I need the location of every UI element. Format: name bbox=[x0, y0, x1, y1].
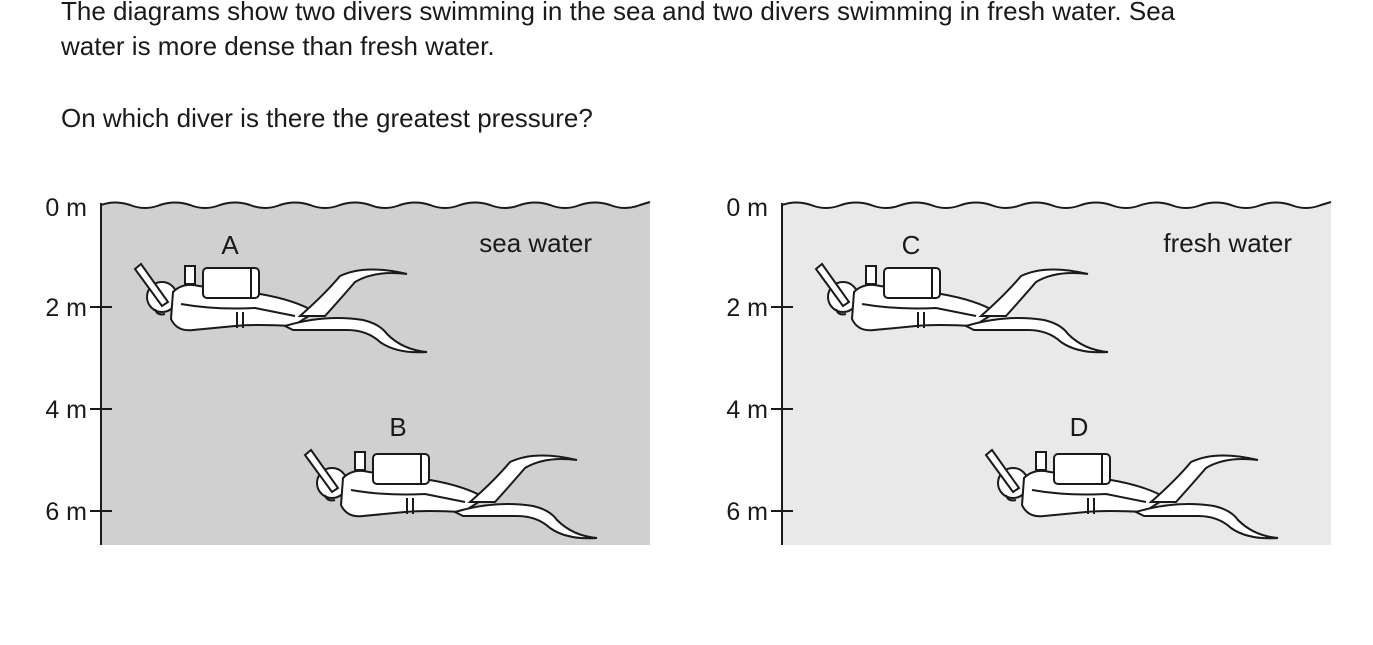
diver-label-c: C bbox=[902, 230, 921, 260]
depth-label-4m: 4 m bbox=[45, 396, 87, 424]
depth-label-0m: 0 m bbox=[726, 194, 768, 222]
depth-label-4m: 4 m bbox=[726, 396, 768, 424]
water-type-label: sea water bbox=[479, 228, 592, 258]
depth-label-2m: 2 m bbox=[45, 294, 87, 322]
diver-label-d: D bbox=[1070, 412, 1089, 442]
question-prompt: On which diver is there the greatest pre… bbox=[61, 103, 593, 133]
depth-label-0m: 0 m bbox=[45, 194, 87, 222]
depth-label-6m: 6 m bbox=[45, 498, 87, 526]
diver-label-b: B bbox=[389, 412, 406, 442]
depth-label-6m: 6 m bbox=[726, 498, 768, 526]
sea-water-panel: 0 m 2 m 4 m 6 m sea water A B bbox=[45, 194, 651, 545]
fresh-water-panel: 0 m 2 m 4 m 6 m fresh water C D bbox=[726, 194, 1332, 545]
question-text-line-1: The diagrams show two divers swimming in… bbox=[61, 0, 1176, 26]
depth-label-2m: 2 m bbox=[726, 294, 768, 322]
question-text-line-2: water is more dense than fresh water. bbox=[61, 31, 495, 61]
fresh-surface-wave bbox=[781, 201, 1332, 209]
water-type-label: fresh water bbox=[1163, 228, 1292, 258]
diver-label-a: A bbox=[221, 230, 239, 260]
sea-surface-wave bbox=[100, 201, 651, 209]
